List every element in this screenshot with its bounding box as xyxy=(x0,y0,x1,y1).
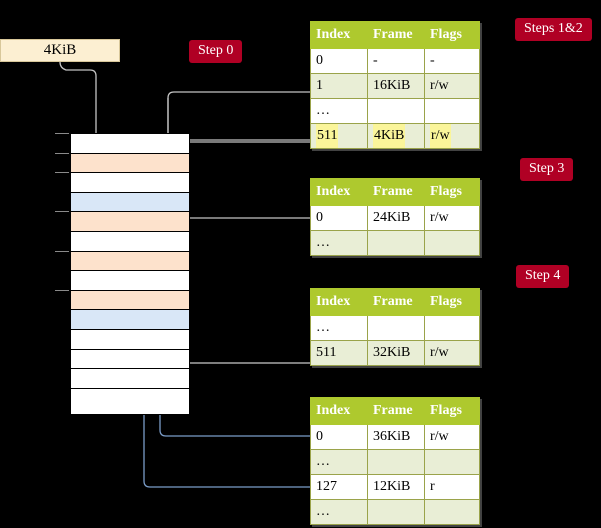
table-cell: r xyxy=(424,474,480,500)
table-cell: 12KiB xyxy=(367,474,425,500)
table-cell: 36KiB xyxy=(367,424,425,450)
table-header-cell: Frame xyxy=(367,178,425,206)
highlighted-value: r/w xyxy=(430,124,451,148)
table-header-cell: Index xyxy=(310,397,368,425)
table-cell: r/w xyxy=(424,340,480,366)
memory-frame-row xyxy=(71,232,189,252)
memory-frame-tick xyxy=(55,211,69,213)
table-cell: 0 xyxy=(310,424,368,450)
table-cell: … xyxy=(310,315,368,341)
table-header-cell: Frame xyxy=(367,288,425,316)
table-header-cell: Flags xyxy=(424,21,480,49)
virtual-page-label: 4KiB xyxy=(0,39,120,62)
table-cell xyxy=(424,499,480,525)
table-cell: - xyxy=(367,48,425,74)
badge-steps-1-2: Steps 1&2 xyxy=(515,18,592,41)
badge-step-4: Step 4 xyxy=(516,265,570,288)
memory-frame-row xyxy=(71,330,189,350)
memory-frame-tick xyxy=(55,133,69,134)
table-cell: r/w xyxy=(424,123,480,149)
table-row: … xyxy=(310,98,480,124)
table-cell xyxy=(367,499,425,525)
table-cell: … xyxy=(310,230,368,256)
table-cell: r/w xyxy=(424,73,480,99)
table-cell: 1 xyxy=(310,73,368,99)
virtual-page-label-text: 4KiB xyxy=(43,42,77,58)
table-cell: r/w xyxy=(424,424,480,450)
table-cell: 16KiB xyxy=(367,73,425,99)
table-cell xyxy=(367,98,425,124)
table-cell: 0 xyxy=(310,48,368,74)
table-header-cell: Flags xyxy=(424,288,480,316)
table-cell: 24KiB xyxy=(367,205,425,231)
table-header-cell: Frame xyxy=(367,21,425,49)
badge-step-3: Step 3 xyxy=(520,158,574,181)
table-cell xyxy=(424,230,480,256)
memory-frame-row xyxy=(71,349,189,370)
memory-frame-row xyxy=(71,192,189,213)
highlighted-value: 4KiB xyxy=(373,124,406,148)
memory-frame-tick xyxy=(55,250,69,252)
table-cell: … xyxy=(310,449,368,475)
table-cell xyxy=(424,449,480,475)
table-cell: 127 xyxy=(310,474,368,500)
table-row: … xyxy=(310,315,480,341)
highlighted-value: 511 xyxy=(316,124,339,148)
memory-frame-row xyxy=(71,271,189,291)
table-cell xyxy=(367,315,425,341)
table-row: … xyxy=(310,230,480,256)
memory-frame-row xyxy=(71,173,189,193)
memory-frame-row xyxy=(71,153,189,174)
memory-frame-row xyxy=(71,290,189,311)
table-cell xyxy=(367,230,425,256)
table-header-cell: Index xyxy=(310,21,368,49)
table-cell xyxy=(367,449,425,475)
memory-frame-tick xyxy=(55,152,69,154)
memory-frame-row xyxy=(71,310,189,330)
table-header-cell: Flags xyxy=(424,178,480,206)
memory-frame-tick xyxy=(55,289,69,291)
table-header-cell: Frame xyxy=(367,397,425,425)
memory-frame-row xyxy=(71,134,189,154)
table-cell: … xyxy=(310,98,368,124)
table-row: … xyxy=(310,499,480,525)
table-row: … xyxy=(310,449,480,475)
table-cell: r/w xyxy=(424,205,480,231)
memory-frame-row xyxy=(71,212,189,232)
table-header-cell: Index xyxy=(310,178,368,206)
table-cell: 4KiB xyxy=(367,123,425,149)
table-cell: 511 xyxy=(310,123,368,149)
table-header-cell: Flags xyxy=(424,397,480,425)
table-row: 511 4KiB r/w xyxy=(310,123,480,149)
table-cell: 32KiB xyxy=(367,340,425,366)
table-cell: 0 xyxy=(310,205,368,231)
memory-frame-row xyxy=(71,388,189,409)
table-cell: 511 xyxy=(310,340,368,366)
table-cell xyxy=(424,98,480,124)
table-row: 0-- xyxy=(310,48,480,74)
physical-memory-column xyxy=(70,133,190,415)
table-cell: … xyxy=(310,499,368,525)
table-header-cell: Index xyxy=(310,288,368,316)
badge-step-0: Step 0 xyxy=(189,40,243,63)
memory-frame-tick xyxy=(55,172,69,174)
memory-frame-row xyxy=(71,251,189,272)
table-cell xyxy=(424,315,480,341)
table-cell: - xyxy=(424,48,480,74)
memory-frame-row xyxy=(71,369,189,389)
